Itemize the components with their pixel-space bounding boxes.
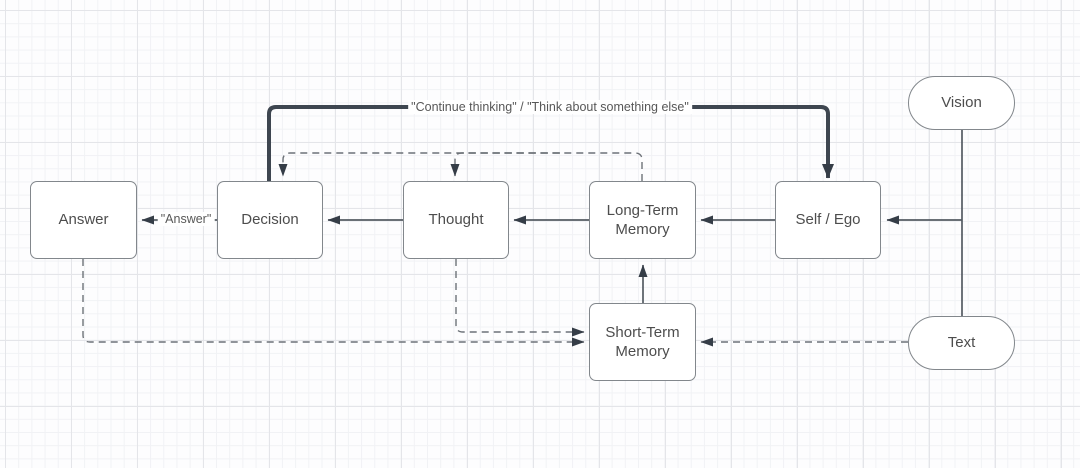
edge-long-term-memory-to-thought-dashed[interactable]: [450, 152, 560, 177]
node-decision-label: Decision: [241, 211, 299, 229]
node-text[interactable]: Text: [908, 316, 1015, 370]
node-text-label: Text: [947, 334, 976, 352]
node-self-ego-label: Self / Ego: [795, 211, 861, 229]
node-thought[interactable]: Thought: [403, 181, 509, 259]
node-short-term-memory-label: Short-Term Memory: [605, 323, 680, 361]
edge-answer-to-short-term-memory[interactable]: [82, 259, 585, 347]
node-thought-label: Thought: [428, 211, 484, 229]
edge-label-answer[interactable]: "Answer": [157, 212, 215, 226]
node-answer-label: Answer: [58, 211, 109, 229]
edge-decision-to-self-ego[interactable]: [267, 105, 834, 181]
node-long-term-memory-label: Long-Term Memory: [606, 201, 679, 239]
edge-thought-to-short-term-memory[interactable]: [455, 259, 585, 337]
edge-label-continue-thinking[interactable]: "Continue thinking" / "Think about somet…: [408, 100, 692, 114]
node-answer[interactable]: Answer: [30, 181, 137, 259]
node-long-term-memory[interactable]: Long-Term Memory: [589, 181, 696, 259]
node-vision-label: Vision: [941, 94, 982, 112]
node-short-term-memory[interactable]: Short-Term Memory: [589, 303, 696, 381]
node-vision[interactable]: Vision: [908, 76, 1015, 130]
node-self-ego[interactable]: Self / Ego: [775, 181, 881, 259]
node-decision[interactable]: Decision: [217, 181, 323, 259]
edge-long-term-memory-to-decision[interactable]: [278, 152, 643, 181]
